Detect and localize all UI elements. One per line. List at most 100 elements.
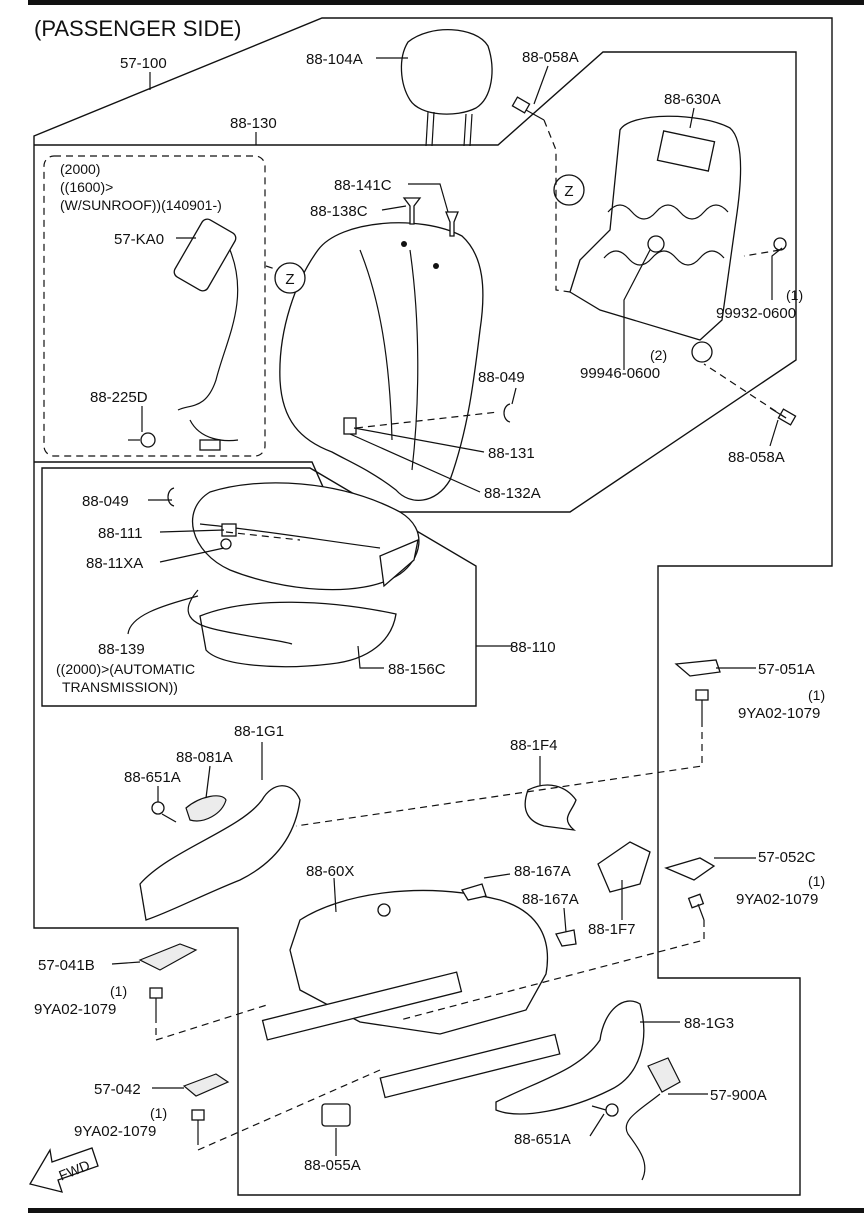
label-88-132A: 88-132A — [484, 485, 541, 502]
qty-9YA02-1079-3: (1) — [110, 983, 127, 999]
qty-9YA02-1079-2: (1) — [808, 873, 825, 889]
clip-88-167A-a — [461, 883, 487, 901]
harness-57-900A — [625, 1093, 661, 1181]
clip-88-167A-b — [555, 929, 577, 947]
switch-57-900A — [647, 1057, 681, 1093]
label-88-225D: 88-225D — [90, 389, 148, 406]
label-88-167A-b: 88-167A — [522, 891, 579, 908]
label-88-60X: 88-60X — [306, 863, 354, 880]
note-88-139-line-2: TRANSMISSION)) — [62, 679, 178, 695]
label-9YA02-1079-2: 9YA02-1079 — [736, 891, 818, 908]
connector-88-055A — [321, 1103, 351, 1127]
sensor-57-KA0 — [173, 218, 239, 451]
label-9YA02-1079-1: 9YA02-1079 — [738, 705, 820, 722]
frame-57-KA0-group — [43, 155, 266, 457]
harness-88-139 — [187, 589, 293, 645]
label-57-042: 57-042 — [94, 1081, 141, 1098]
screw-88-651A-b — [591, 1103, 619, 1117]
z-marker-right-text: Z — [564, 183, 573, 200]
label-88-141C: 88-141C — [334, 177, 392, 194]
label-88-156C: 88-156C — [388, 661, 446, 678]
hook-88-049-b — [167, 487, 175, 507]
trim-88-1G3 — [495, 1000, 645, 1115]
label-57-100: 57-100 — [120, 55, 167, 72]
seatback-cover-88-130 — [279, 222, 484, 501]
bracket-57-052C — [664, 857, 716, 881]
cover-57-041B — [138, 943, 198, 971]
label-57-KA0: 57-KA0 — [114, 231, 164, 248]
fwd-arrow-icon: FWD — [28, 1147, 99, 1193]
label-99932-0600: 99932-0600 — [716, 305, 796, 322]
label-88-130: 88-130 — [230, 115, 277, 132]
z-marker-left: Z — [274, 262, 306, 294]
clip-88-225D — [128, 432, 156, 448]
label-9YA02-1079-3: 9YA02-1079 — [34, 1001, 116, 1018]
bolt-9YA02-1079-2 — [687, 893, 705, 921]
cover-88-081A — [185, 795, 227, 822]
bottom-rule — [28, 1208, 864, 1213]
cover-88-1F4 — [524, 784, 577, 831]
note-88-139-line-1: ((2000)>(AUTOMATIC — [56, 661, 195, 677]
note-57-KA0-line-2: ((1600)> — [60, 179, 113, 195]
seat-pad-88-156C — [199, 601, 397, 668]
label-88-630A: 88-630A — [664, 91, 721, 108]
bolt-9YA02-1079-3 — [149, 987, 163, 1016]
label-99946-0600: 99946-0600 — [580, 365, 660, 382]
label-88-139: 88-139 — [98, 641, 145, 658]
qty-9YA02-1079-4: (1) — [150, 1105, 167, 1121]
label-88-081A: 88-081A — [176, 749, 233, 766]
label-88-1G3: 88-1G3 — [684, 1015, 734, 1032]
seatback-frame-88-630A — [569, 115, 787, 363]
label-88-131: 88-131 — [488, 445, 535, 462]
seat-cushion-88-110 — [191, 482, 420, 591]
label-88-111: 88-111 — [98, 525, 142, 542]
headrest-88-104A — [400, 29, 493, 147]
diagram-title: (PASSENGER SIDE) — [34, 16, 241, 41]
label-57-041B: 57-041B — [38, 957, 95, 974]
frame-88-110 — [41, 467, 477, 707]
trim-88-1G1 — [139, 785, 301, 921]
qty-9YA02-1079-1: (1) — [808, 687, 825, 703]
bolt-88-058A-top — [511, 96, 545, 121]
label-88-167A-a: 88-167A — [514, 863, 571, 880]
label-88-1F7: 88-1F7 — [588, 921, 636, 938]
label-88-058A-bottom: 88-058A — [728, 449, 785, 466]
cover-57-042 — [182, 1073, 230, 1097]
clip-88-141C — [445, 211, 459, 237]
frame-57-100 — [33, 17, 833, 1196]
top-rule — [28, 0, 864, 5]
label-88-651A-b: 88-651A — [514, 1131, 571, 1148]
qty-99946-0600: (2) — [650, 347, 667, 363]
hook-88-049-a — [503, 403, 511, 423]
bolt-9YA02-1079-4 — [191, 1109, 205, 1138]
label-88-11XA: 88-11XA — [86, 555, 143, 572]
z-marker-left-text: Z — [285, 271, 294, 288]
screw-88-651A-a — [151, 801, 177, 823]
label-57-052C: 57-052C — [758, 849, 816, 866]
label-88-138C: 88-138C — [310, 203, 368, 220]
qty-99932-0600: (1) — [786, 287, 803, 303]
clip-88-138C — [402, 197, 422, 225]
label-88-058A-top: 88-058A — [522, 49, 579, 66]
leader-lines — [111, 57, 783, 1156]
label-57-900A: 57-900A — [710, 1087, 767, 1104]
label-88-049-b: 88-049 — [82, 493, 129, 510]
label-88-104A: 88-104A — [306, 51, 363, 68]
z-marker-right: Z — [553, 174, 585, 206]
reference-lines — [155, 119, 787, 1151]
label-88-1F4: 88-1F4 — [510, 737, 558, 754]
note-57-KA0-line-1: (2000) — [60, 161, 100, 177]
label-9YA02-1079-4: 9YA02-1079 — [74, 1123, 156, 1140]
note-57-KA0-line-3: (W/SUNROOF))(140901-) — [60, 197, 222, 213]
label-57-051A: 57-051A — [758, 661, 815, 678]
lever-88-1F7 — [597, 841, 651, 893]
label-88-651A-a: 88-651A — [124, 769, 181, 786]
label-88-1G1: 88-1G1 — [234, 723, 284, 740]
seat-frame-88-60X — [261, 889, 561, 1099]
label-88-055A: 88-055A — [304, 1157, 361, 1174]
label-88-049-a: 88-049 — [478, 369, 525, 386]
bolt-9YA02-1079-1 — [695, 689, 709, 720]
label-88-110: 88-110 — [510, 639, 556, 656]
bracket-57-051A — [674, 659, 721, 677]
